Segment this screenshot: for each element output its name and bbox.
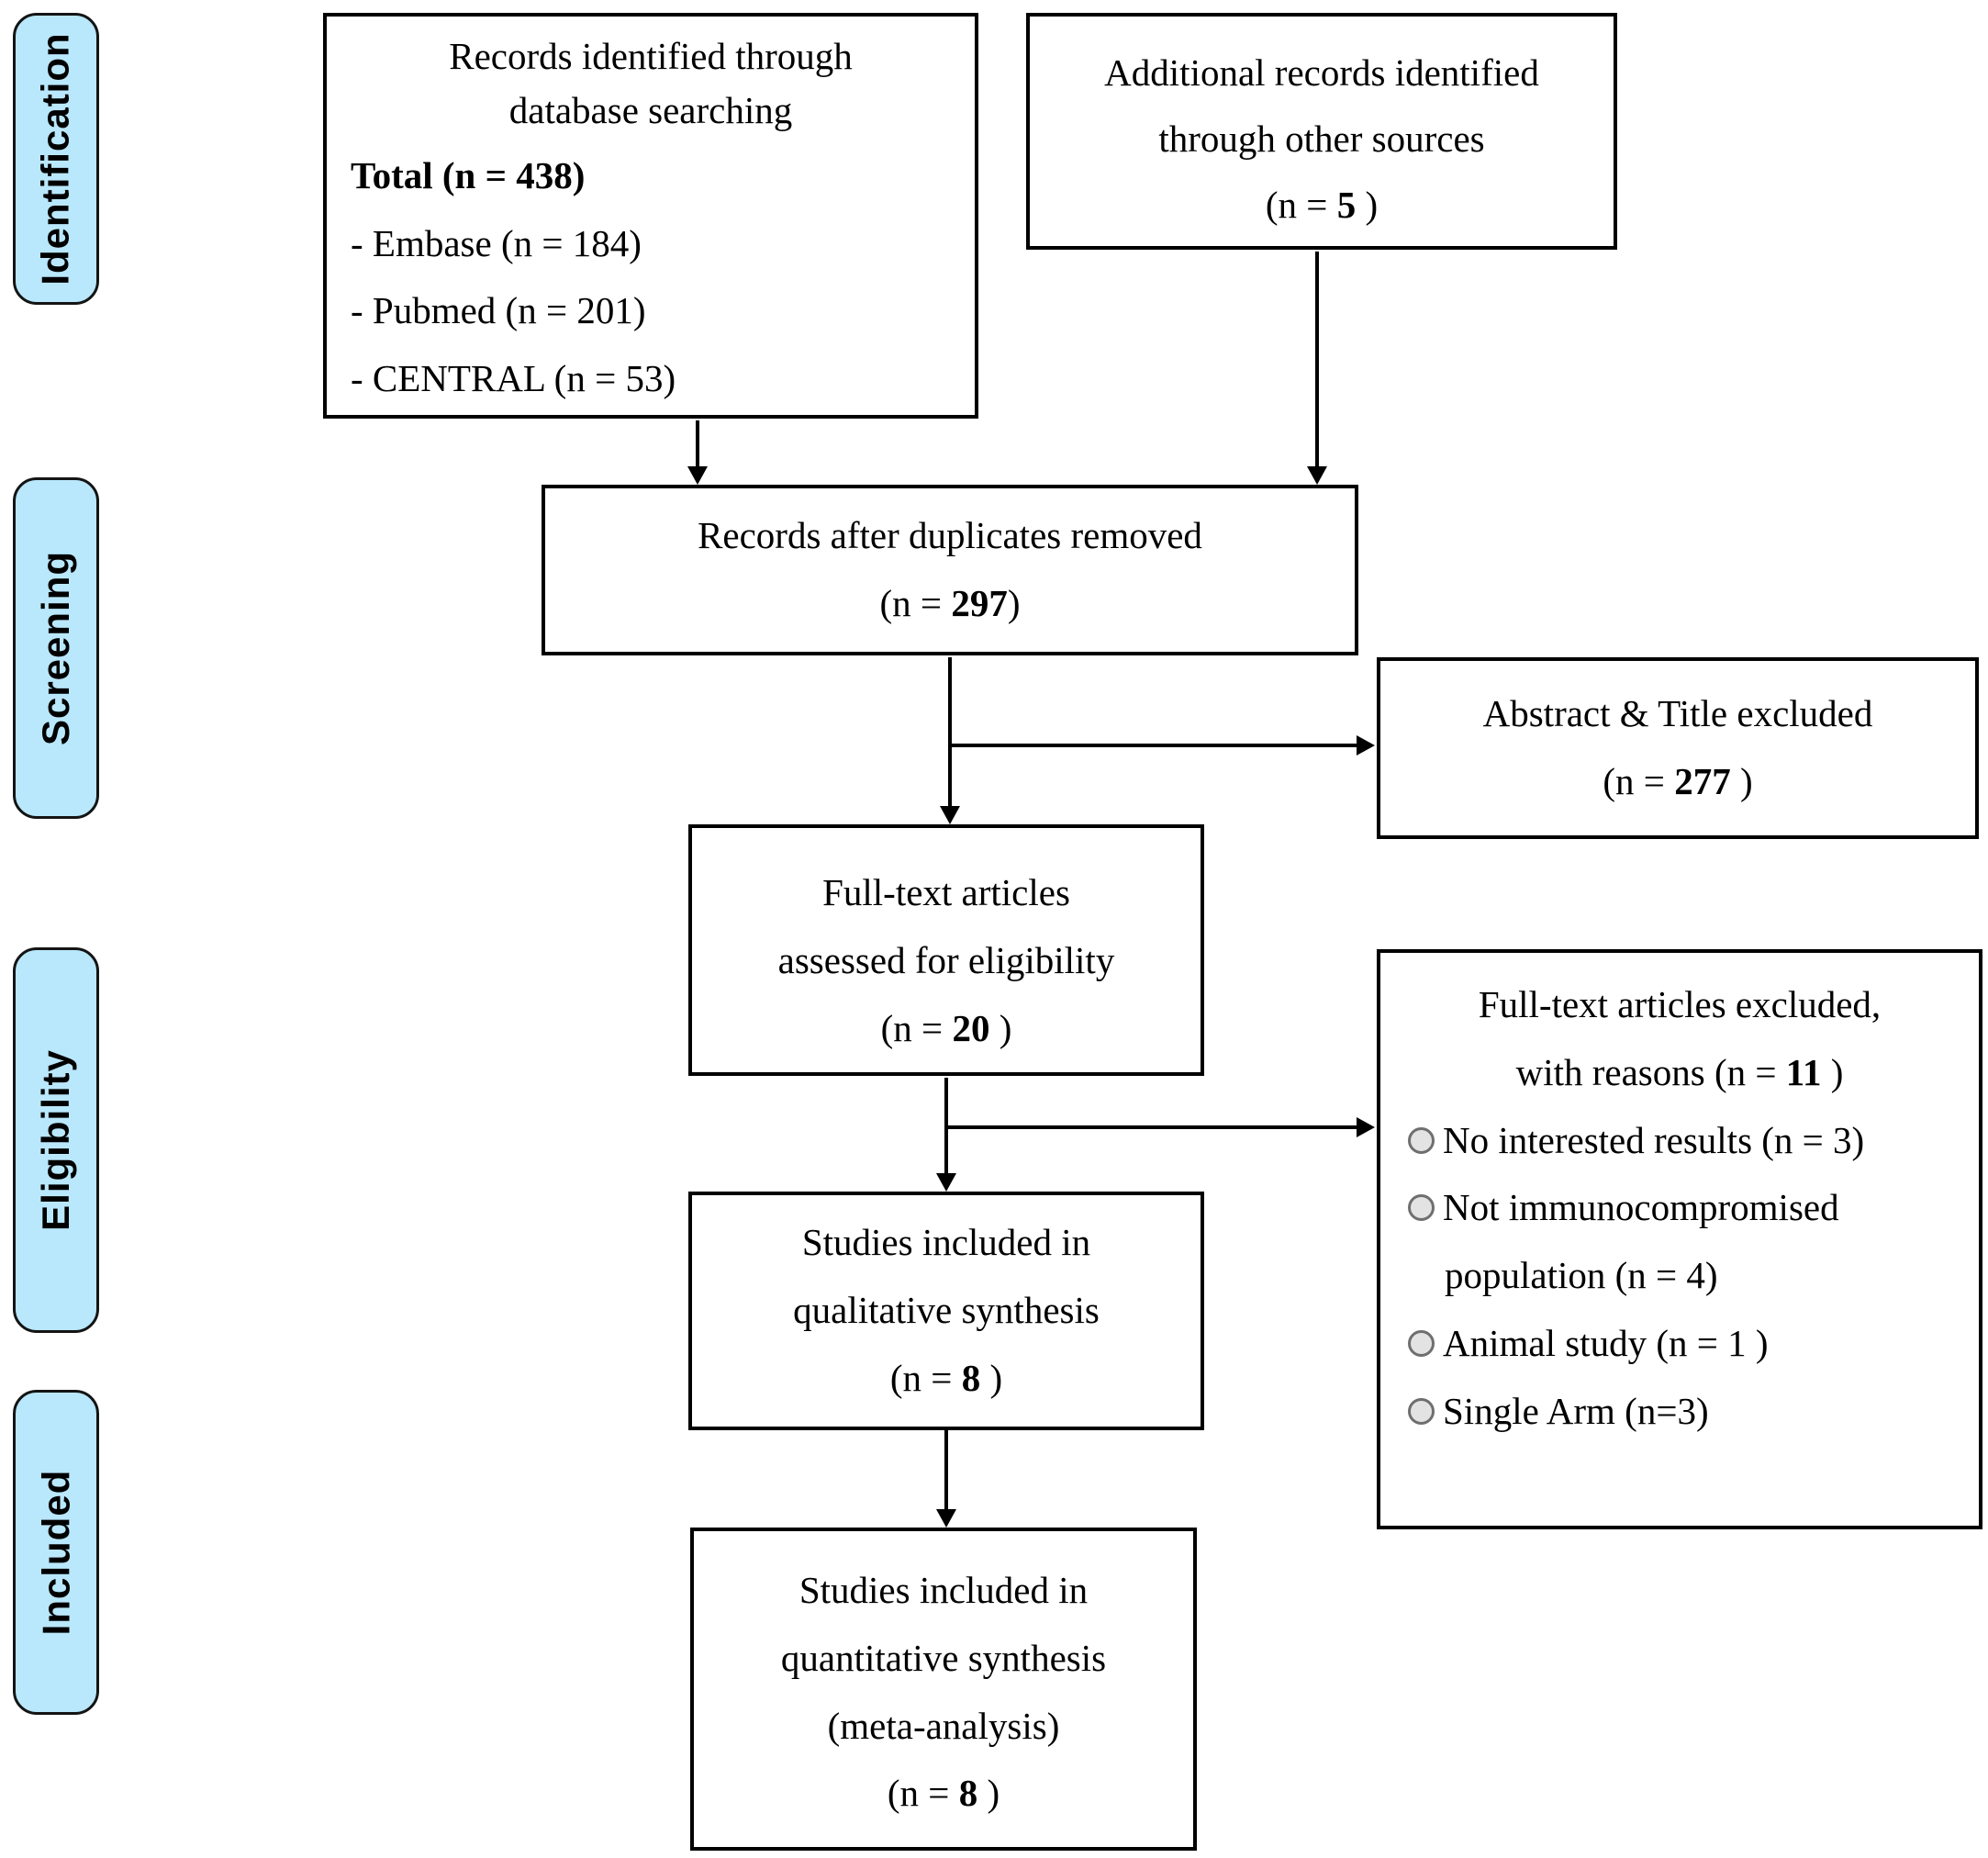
excluded-reason-not-immunocompromised-wrap: population (n = 4) [1445,1254,1718,1297]
quantitative-line2: quantitative synthesis [780,1636,1107,1679]
arrow-dedup-to-fulltext-head [940,806,960,824]
fulltext-excluded-header-line2: with reasons (n = 11 ) [1515,1050,1844,1093]
box-additional-records: Additional records identified through ot… [1026,13,1617,250]
box-duplicates-removed: Records after duplicates removed (n = 29… [542,485,1358,655]
qualitative-line2: qualitative synthesis [793,1289,1100,1332]
stage-eligibility-label: Eligibility [34,1049,77,1231]
quantitative-line3: (meta-analysis) [827,1704,1060,1747]
excluded-reason-not-immunocompromised: Not immunocompromised [1408,1174,1962,1242]
stage-identification-label: Identification [34,32,77,285]
duplicates-removed-line: Records after duplicates removed [698,514,1202,557]
circle-bullet-icon [1408,1397,1435,1425]
stage-screening: Screening [13,477,99,819]
qualitative-line1: Studies included in [801,1221,1091,1264]
box-abstract-title-excluded: Abstract & Title excluded (n = 277 ) [1377,657,1979,839]
duplicates-removed-count: (n = 297) [879,582,1021,624]
circle-bullet-icon [1408,1329,1435,1357]
excluded-reason-animal-study: Animal study (n = 1 ) [1408,1310,1962,1378]
circle-bullet-icon [1408,1126,1435,1154]
excluded-reason-no-interested-results: No interested results (n = 3) [1408,1107,1962,1175]
arrow-to-abstract-excluded-head [1357,735,1375,756]
fulltext-assessed-line2: assessed for eligibility [777,938,1115,981]
stage-identification: Identification [13,13,99,305]
excluded-reason-single-arm: Single Arm (n=3) [1408,1378,1962,1446]
records-identified-item-embase: - Embase (n = 184) [351,221,642,264]
circle-bullet-icon [1408,1194,1435,1222]
abstract-title-excluded-count: (n = 277 ) [1603,760,1753,802]
stage-included-label: Included [34,1469,77,1636]
fulltext-assessed-line1: Full-text articles [822,871,1070,913]
qualitative-count: (n = 8 ) [889,1356,1003,1399]
fulltext-assessed-count: (n = 20 ) [880,1006,1012,1049]
box-fulltext-excluded: Full-text articles excluded, with reason… [1377,949,1982,1529]
abstract-title-excluded-line: Abstract & Title excluded [1482,692,1873,735]
quantitative-line1: Studies included in [799,1569,1089,1611]
fulltext-excluded-header-line1: Full-text articles excluded, [1478,983,1882,1025]
box-qualitative-synthesis: Studies included in qualitative synthesi… [688,1192,1204,1430]
records-identified-item-pubmed: - Pubmed (n = 201) [351,289,646,332]
arrow-to-fulltext-excluded-head [1357,1117,1375,1137]
records-identified-total: Total (n = 438) [351,153,586,196]
additional-records-line2: through other sources [1158,117,1485,160]
box-quantitative-synthesis: Studies included in quantitative synthes… [690,1528,1197,1851]
records-identified-title-line1: Records identified through [449,35,853,77]
stage-included: Included [13,1390,99,1715]
stage-eligibility: Eligibility [13,947,99,1333]
arrow-identified-to-dedup-head [687,466,708,485]
stage-screening-label: Screening [34,550,78,746]
records-identified-title-line2: database searching [508,89,793,132]
arrow-fulltext-to-qualitative-head [936,1173,956,1192]
additional-records-line1: Additional records identified [1104,51,1539,94]
arrow-qualitative-to-quantitative-head [936,1509,956,1528]
arrow-additional-to-dedup-head [1307,466,1327,485]
box-records-identified: Records identified through database sear… [323,13,978,419]
box-fulltext-assessed: Full-text articles assessed for eligibil… [688,824,1204,1076]
quantitative-count: (n = 8 ) [887,1772,1000,1815]
additional-records-count: (n = 5 ) [1265,183,1379,226]
records-identified-item-central: - CENTRAL (n = 53) [351,357,676,400]
